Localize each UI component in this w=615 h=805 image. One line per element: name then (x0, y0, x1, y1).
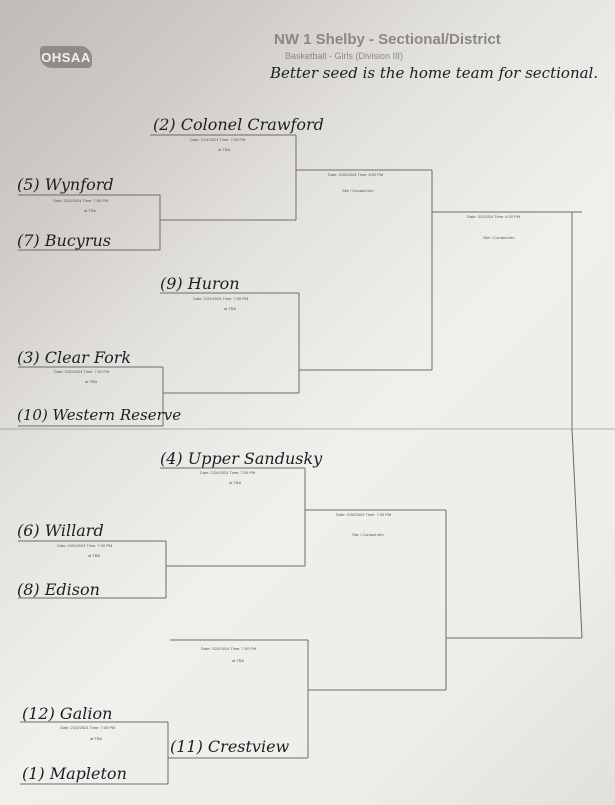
bracket-subtitle: Basketball - Girls (Division III) (285, 51, 404, 61)
game-4-site: at TBA (224, 306, 237, 311)
game-10-datetime: Date: 2/20/2024 Time: 7:00 PM (60, 725, 116, 730)
game-9-site: at TBA (232, 658, 245, 663)
game-1-datetime: Date: 2/20/2024 Time: 7:00 PM (53, 198, 109, 203)
game-10-site: at TBA (90, 736, 103, 741)
game-8-site: at TBA (88, 553, 101, 558)
team-mapleton: (1) Mapleton (22, 764, 127, 783)
game-2-datetime: Date: 2/24/2024 Time: 7:00 PM (190, 137, 246, 142)
bracket-title: NW 1 Shelby - Sectional/District (274, 31, 501, 48)
team-wynford: (5) Wynford (17, 175, 114, 194)
team-crestview: (11) Crestview (170, 737, 290, 756)
paper-fold (0, 428, 615, 430)
ohsaa-logo: OHSAA (40, 46, 92, 68)
game-7-datetime: Date: 2/24/2024 Time: 7:00 PM (200, 470, 256, 475)
game-9-datetime: Date: 2/24/2024 Time: 7:00 PM (201, 646, 257, 651)
game-5-datetime: Date: 2/28/2024 Time: 6:00 PM (328, 172, 384, 177)
game-3-site: at TBA (85, 379, 98, 384)
team-bucyrus: (7) Bucyrus (17, 231, 111, 250)
game-4-datetime: Date: 2/24/2024 Time: 7:00 PM (193, 296, 249, 301)
game-7-site: at TBA (229, 480, 242, 485)
team-willard: (6) Willard (17, 521, 104, 540)
game-3-datetime: Date: 2/20/2024 Time: 7:00 PM (54, 369, 110, 374)
game-1-site: at TBA (84, 208, 97, 213)
team-huron: (9) Huron (160, 274, 240, 293)
game-2-site: at TBA (218, 147, 231, 152)
team-clear-fork: (3) Clear Fork (17, 348, 132, 367)
game-8-datetime: Date: 2/20/2024 Time: 7:00 PM (57, 543, 113, 548)
team-colonel-crawford: (2) Colonel Crawford (153, 115, 324, 134)
game-6-site: Site / Contact info (483, 235, 515, 240)
game-5-site: Site / Contact info (342, 188, 374, 193)
game-11-datetime: Date: 2/28/2024 Time: 7:30 PM (336, 512, 392, 517)
game-6-datetime: Date: 3/2/2024 Time: 6:00 PM (467, 214, 521, 219)
game-11-site: Site / Contact info (352, 532, 384, 537)
team-edison: (8) Edison (17, 580, 100, 599)
team-upper-sandusky: (4) Upper Sandusky (160, 449, 323, 468)
team-western-reserve: (10) Western Reserve (17, 406, 182, 424)
handwritten-note: Better seed is the home team for section… (270, 64, 599, 82)
team-galion: (12) Galion (22, 704, 113, 723)
